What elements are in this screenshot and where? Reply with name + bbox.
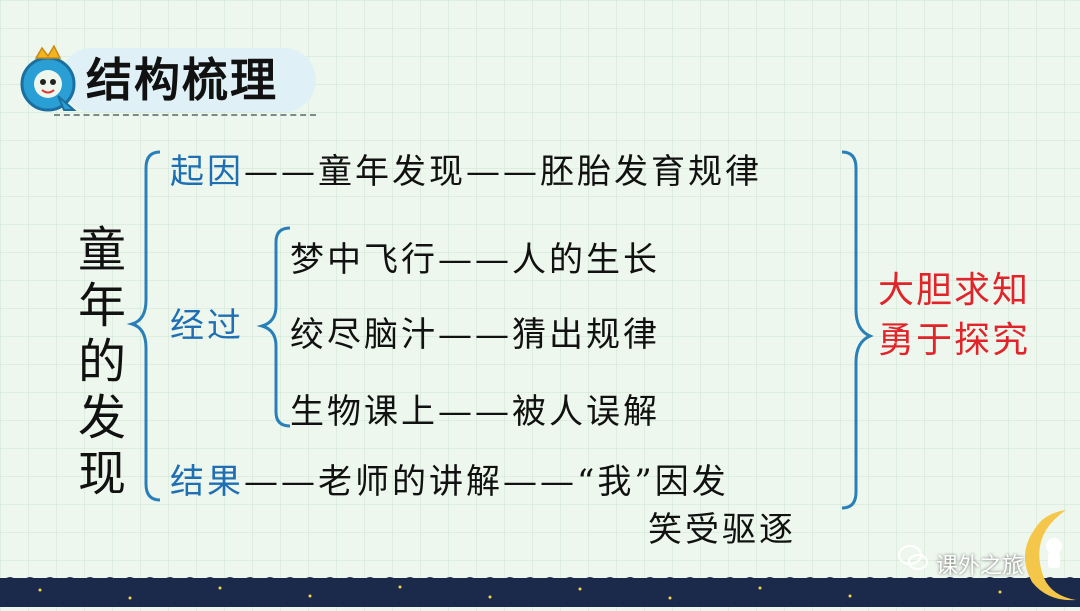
stars-decoration	[38, 585, 1002, 600]
right-brace	[841, 150, 874, 510]
watermark-text: 课外之旅	[936, 554, 1025, 579]
title-background	[60, 48, 316, 112]
result-text: ——老师的讲解——“我”因发	[244, 462, 729, 502]
process-label: 经过	[170, 306, 244, 346]
footer-band	[0, 578, 1080, 607]
process-brace	[256, 226, 291, 428]
main-topic: 童年的发现	[77, 222, 126, 502]
cause-text: ——童年发现——胚胎发育规律	[244, 152, 762, 192]
conclusion-line2: 勇于探究	[878, 320, 1031, 361]
cause-label: 起因	[170, 152, 244, 192]
cause-row: 起因——童年发现——胚胎发育规律	[170, 152, 762, 192]
moon-icon	[1024, 510, 1076, 601]
result-text-line2: 笑受驱逐	[648, 510, 796, 550]
section-title: 结构梳理	[14, 40, 316, 122]
q-mascot-icon	[20, 44, 77, 112]
wechat-icon	[898, 545, 928, 570]
title-underline	[54, 114, 316, 116]
result-row: 结果——老师的讲解——“我”因发	[170, 462, 729, 502]
process-item: 绞尽脑汁——猜出规律	[290, 315, 660, 355]
conclusion-line1: 大胆求知	[878, 270, 1031, 311]
left-brace	[126, 150, 161, 502]
title-text: 结构梳理	[86, 53, 278, 107]
result-label: 结果	[170, 462, 244, 502]
process-item: 梦中飞行——人的生长	[290, 240, 660, 280]
process-item: 生物课上——被人误解	[290, 392, 660, 432]
